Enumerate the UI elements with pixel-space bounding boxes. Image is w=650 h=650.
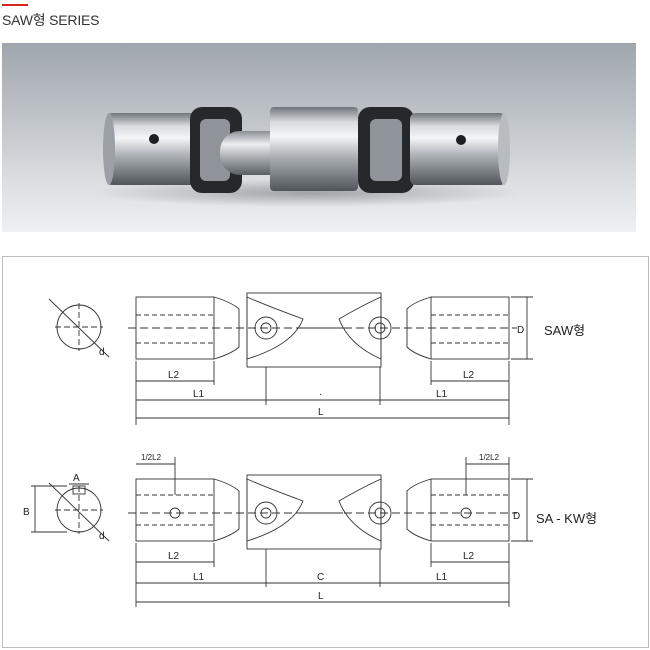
sakw-dim-B: B bbox=[23, 507, 30, 518]
saw-dim-L1-left: L1 bbox=[193, 389, 205, 400]
title-accent-bar bbox=[2, 4, 28, 6]
sakw-dim-half-L2-left: 1/2L2 bbox=[141, 453, 162, 462]
technical-drawing: SAW형 D d L2 L2 L1 · L1 L SA - KW형 D A B … bbox=[23, 292, 597, 607]
sakw-dim-half-L2-right: 1/2L2 bbox=[479, 453, 500, 462]
universal-joint-photo bbox=[92, 107, 522, 207]
technical-drawing-panel: SAW형 D d L2 L2 L1 · L1 L SA - KW형 D A B … bbox=[2, 256, 649, 648]
sakw-type-label: SA - KW형 bbox=[536, 511, 597, 526]
page-title: SAW형 SERIES bbox=[2, 12, 100, 28]
saw-dim-L: L bbox=[318, 407, 324, 418]
sakw-dim-C: C bbox=[317, 572, 324, 583]
saw-dim-L2-left: L2 bbox=[168, 370, 180, 381]
product-photo-panel bbox=[2, 43, 636, 232]
saw-dim-L1-right: L1 bbox=[436, 389, 448, 400]
sakw-dim-A: A bbox=[73, 473, 80, 484]
saw-dim-L2-right: L2 bbox=[463, 370, 475, 381]
saw-dim-d: d bbox=[99, 347, 105, 358]
saw-dim-center: · bbox=[319, 389, 322, 400]
saw-type-label: SAW형 bbox=[544, 323, 585, 338]
sakw-dim-D: D bbox=[513, 511, 520, 522]
sakw-dim-d: d bbox=[99, 531, 105, 542]
sakw-dim-L2-right: L2 bbox=[463, 551, 475, 562]
sakw-dim-L1-right: L1 bbox=[436, 572, 448, 583]
sakw-dim-L: L bbox=[318, 591, 324, 602]
sakw-dim-L2-left: L2 bbox=[168, 551, 180, 562]
saw-dim-D: D bbox=[517, 325, 524, 336]
sakw-dim-L1-left: L1 bbox=[193, 572, 205, 583]
